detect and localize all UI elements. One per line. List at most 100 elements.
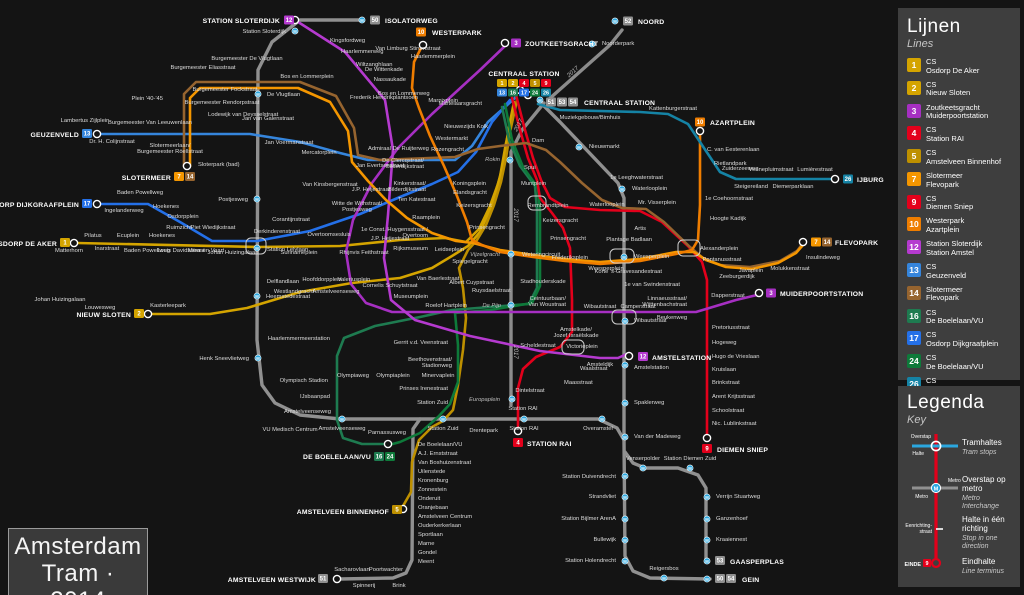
map-line-badge-26 bbox=[843, 174, 853, 184]
station-label: Postjesweg bbox=[218, 197, 248, 203]
map-line-badge-num: 2 bbox=[137, 312, 141, 318]
metro-station-icon bbox=[703, 493, 711, 501]
station-label: Ouderkerkerlaan bbox=[418, 523, 461, 529]
station-label: Spiegelgracht bbox=[452, 259, 488, 265]
station-label: Bullewijk bbox=[593, 537, 616, 543]
station-label: Leidseplein bbox=[435, 247, 464, 253]
legend-stop-circle bbox=[930, 440, 942, 452]
station-label: Delflandlaan bbox=[267, 279, 299, 285]
metro-station-m: M bbox=[600, 417, 604, 422]
station-label: Zonnestein bbox=[418, 487, 447, 493]
station-label: Europaplein bbox=[469, 397, 500, 403]
metro-station-icon bbox=[598, 415, 606, 423]
station-label: Van Limburg Stirumstraat bbox=[375, 46, 441, 52]
station-label: Corantijnstraat bbox=[272, 217, 310, 223]
station-label: Zuiderzeeweg bbox=[722, 166, 758, 172]
legend-tramhaltes-nl: Tramhaltes bbox=[962, 438, 1002, 447]
station-label: Johan Huizingalaan bbox=[35, 297, 86, 303]
station-label: Brinkstraat bbox=[712, 380, 740, 386]
line-badge-3: 3 bbox=[907, 103, 921, 118]
legend-halte-label: Halte bbox=[912, 451, 924, 457]
map-line-badge-1 bbox=[497, 79, 507, 87]
year-2017-label: 2017 bbox=[512, 207, 518, 222]
station-label: Mercatorplein bbox=[301, 150, 336, 156]
station-label: Korte 's-Gravesandestraat bbox=[595, 269, 663, 275]
station-label: Prinsengracht bbox=[469, 225, 505, 231]
metro-station-m: M bbox=[441, 417, 445, 422]
station-label: Dr. H. Colijnstraat bbox=[89, 139, 135, 145]
metro-station-m: M bbox=[255, 197, 259, 202]
map-line-badge-52 bbox=[623, 16, 633, 26]
station-label: Poortwachter bbox=[369, 567, 403, 573]
map-line-badge-5 bbox=[392, 505, 402, 514]
terminus-circle bbox=[830, 174, 840, 184]
station-label: Station Zuid bbox=[417, 400, 448, 406]
station-label: Pretoriusstraat bbox=[712, 325, 750, 331]
legend-metro-nl-1: Overstap op bbox=[962, 475, 1006, 484]
map-line-badge-num: 4 bbox=[523, 81, 526, 87]
terminus-label: AMSTELVEEN WESTWIJK bbox=[228, 577, 316, 584]
station-label: J.P. Heijestraat bbox=[352, 187, 391, 193]
station-label: Rembrandtplein bbox=[528, 203, 569, 209]
station-label: Louis Davidsstraat bbox=[157, 248, 205, 254]
map-line-badge-num: 2 bbox=[512, 81, 515, 87]
metro-station-m: M bbox=[622, 255, 626, 260]
map-line-badge-7 bbox=[174, 172, 184, 181]
map-line-badge-num: 3 bbox=[514, 41, 518, 47]
line-badge-9: 9 bbox=[907, 194, 921, 209]
metro-station-icon bbox=[358, 16, 366, 24]
metro-station-icon bbox=[621, 399, 629, 407]
metro-station-m: M bbox=[623, 319, 627, 324]
station-label: Insulindeweg bbox=[806, 255, 840, 261]
station-label: Rietlandpark bbox=[714, 161, 747, 167]
map-line-badge-num: 16 bbox=[376, 455, 383, 461]
station-label: Burgemeester Rendorpstraat bbox=[185, 100, 260, 106]
metro-station-icon bbox=[621, 433, 629, 441]
metro-station-m: M bbox=[705, 517, 709, 522]
legend-richting-nl-2: richting bbox=[962, 524, 988, 533]
map-line-badge-51 bbox=[546, 97, 556, 107]
station-label: Kraaiennest bbox=[716, 537, 747, 543]
line-badge-14: 14 bbox=[907, 285, 921, 300]
station-label: Beethovenstraat/Stadionweg bbox=[408, 357, 452, 369]
station-label: Station Bijlmer ArenA bbox=[561, 516, 616, 522]
legend-een-2: straat bbox=[919, 529, 932, 535]
station-label: Stadhouderskade bbox=[520, 279, 565, 285]
tram-line-tram-9 bbox=[514, 93, 709, 436]
station-label: 1e van Swindenstraat bbox=[624, 282, 680, 288]
terminus-label: STATION RAI bbox=[527, 441, 572, 448]
map-line-badge-2 bbox=[508, 79, 518, 87]
lines-panel-subtitle: Lines bbox=[907, 38, 934, 50]
terminus-circle bbox=[754, 288, 764, 298]
metro-station-m: M bbox=[293, 29, 297, 34]
metro-station-icon bbox=[588, 40, 596, 48]
station-label: Amstelveenseweg bbox=[284, 409, 331, 415]
station-label: Van Kinsbergenstraat bbox=[302, 182, 358, 188]
metro-station-icon bbox=[703, 536, 711, 544]
map-line-badge-24 bbox=[530, 88, 540, 97]
station-label: Meer en Vaart bbox=[188, 248, 225, 254]
station-label: Vijzelgracht bbox=[470, 252, 500, 258]
station-label: Rijksmuseum bbox=[393, 246, 428, 252]
map-line-badge-17 bbox=[519, 88, 529, 97]
metro-station-m: M bbox=[623, 474, 627, 479]
poster-title-line2: Tram · 2014 bbox=[41, 560, 115, 595]
terminus-label: ZOUTKEETSGRACHT bbox=[525, 41, 599, 48]
metro-station-m: M bbox=[623, 517, 627, 522]
station-label: Waalstraat bbox=[580, 366, 608, 372]
metro-station-m: M bbox=[623, 401, 627, 406]
station-label: Javaplein bbox=[739, 268, 764, 274]
map-line-badge-num: 10 bbox=[697, 120, 704, 126]
terminus-label: WESTERPARK bbox=[432, 30, 482, 37]
station-label: Burgemeester De Vlugtlaan bbox=[211, 56, 282, 62]
station-label: Zeeburgerdijk bbox=[719, 274, 755, 280]
station-label: Olympiaweg bbox=[337, 373, 369, 379]
map-line-badge-num: 1 bbox=[501, 81, 504, 87]
map-line-badge-4 bbox=[519, 79, 529, 87]
